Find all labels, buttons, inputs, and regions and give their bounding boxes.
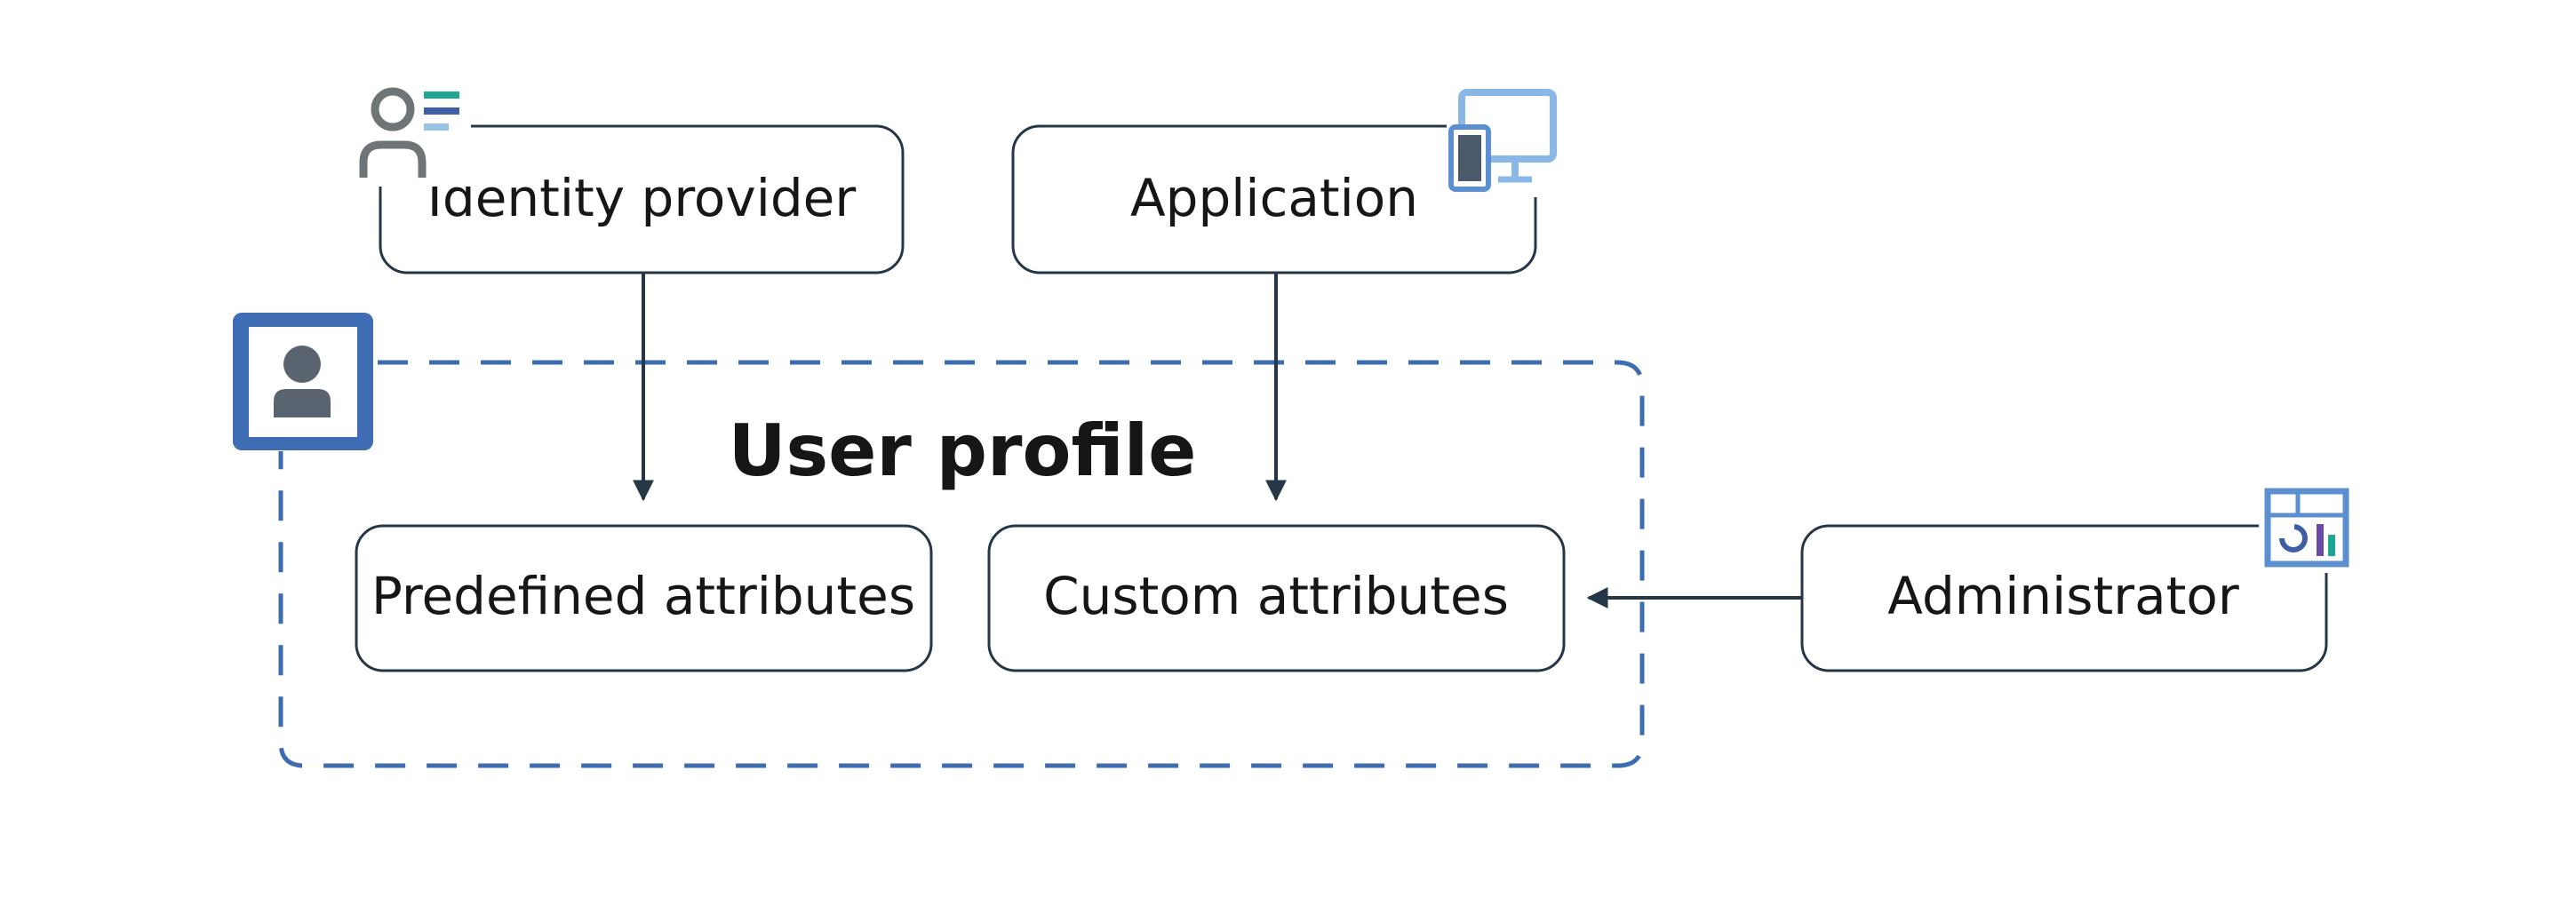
custom-attributes-label: Custom attributes	[1043, 566, 1509, 626]
user-profile-icon	[233, 313, 373, 450]
custom-attributes-node: Custom attributes	[987, 524, 1566, 672]
identity-provider-node: Identity provider	[379, 124, 905, 274]
desktop-mobile-icon	[1447, 82, 1560, 197]
predefined-attributes-node: Predefined attributes	[355, 524, 933, 672]
identity-provider-label: Identity provider	[427, 168, 857, 228]
application-node: Application	[1011, 124, 1537, 274]
predefined-attributes-label: Predefined attributes	[371, 566, 915, 626]
user-profile-group	[278, 360, 1645, 768]
administrator-node: Administrator	[1800, 524, 2328, 672]
user-profile-title: User profile	[729, 409, 1197, 492]
user-profile-dashed-border	[278, 360, 1645, 768]
identity-provider-icon	[351, 80, 471, 187]
administrator-label: Administrator	[1887, 566, 2239, 626]
application-label: Application	[1130, 168, 1418, 228]
dashboard-icon	[2259, 484, 2355, 573]
